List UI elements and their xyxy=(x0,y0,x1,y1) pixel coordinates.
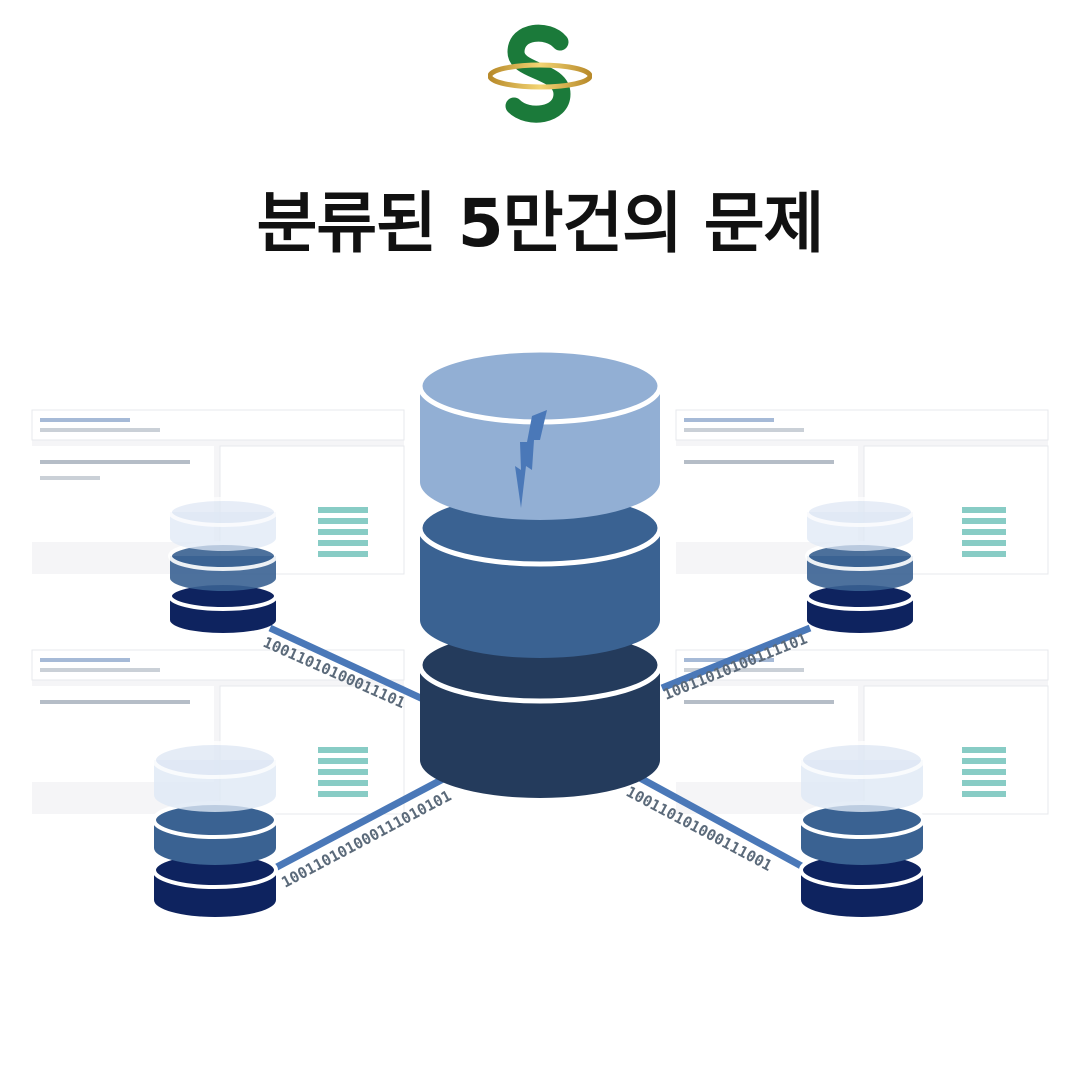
brand-logo xyxy=(488,24,592,123)
central-database xyxy=(417,347,663,798)
central-db-lid xyxy=(417,347,663,425)
page-headline: 분류된 5만건의 문제 xyxy=(256,185,825,262)
link-bottom-left xyxy=(273,774,447,872)
logo-s-shape xyxy=(505,24,571,123)
small-database-bottom-left xyxy=(152,741,278,917)
small-database-top-right xyxy=(805,497,915,633)
lightning-bolt-icon xyxy=(515,410,547,508)
link-bottom-right xyxy=(638,774,807,872)
small-database-top-left xyxy=(168,497,278,633)
logo-gold-ring xyxy=(488,62,592,90)
link-top-right xyxy=(660,624,812,692)
small-database-bottom-right xyxy=(799,741,925,917)
link-top-left xyxy=(268,624,427,704)
link-lines xyxy=(268,624,812,872)
